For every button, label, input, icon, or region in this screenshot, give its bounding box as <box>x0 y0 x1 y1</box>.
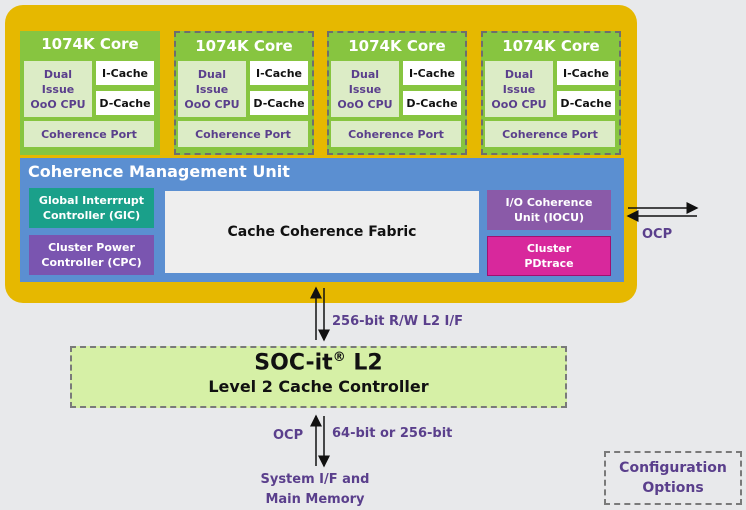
cpu-label-line2: Issue <box>502 82 536 96</box>
icache-box: I-Cache <box>403 61 461 85</box>
dcache-box: D-Cache <box>96 91 154 115</box>
cpu-box: Dual Issue OoO CPU <box>331 61 399 117</box>
cpu-label-line3: OoO CPU <box>184 97 240 111</box>
cache-coherence-fabric: Cache Coherence Fabric <box>165 191 479 273</box>
l2-title: SOC-it® L2 <box>72 350 565 375</box>
l2-title-tail: L2 <box>345 350 383 376</box>
cpu-label-line1: Dual <box>197 67 227 81</box>
ocp-bottom-label: OCP <box>273 428 304 443</box>
gic-label-line2: Controller (GIC) <box>42 209 141 222</box>
icache-box: I-Cache <box>96 61 154 85</box>
dcache-box: D-Cache <box>403 91 461 115</box>
coherence-port: Coherence Port <box>485 121 615 147</box>
pdtrace-label-line1: Cluster <box>526 242 572 255</box>
cpc-label-line1: Cluster Power <box>48 241 135 254</box>
mem-bus-label: 64-bit or 256-bit <box>332 426 453 441</box>
core-title: 1074K Core <box>348 37 446 55</box>
l2-bus-label: 256-bit R/W L2 I/F <box>332 314 463 329</box>
core-1: 1074K Core Dual Issue OoO CPU I-Cache D-… <box>174 31 314 155</box>
system-memory-label: System I/F and Main Memory <box>240 470 390 510</box>
cpu-label-line2: Issue <box>195 82 229 96</box>
l2-cache-controller: SOC-it® L2 Level 2 Cache Controller <box>70 346 567 408</box>
cmu-title: Coherence Management Unit <box>28 162 290 181</box>
coherence-port: Coherence Port <box>178 121 308 147</box>
dcache-box: D-Cache <box>557 91 615 115</box>
iocu-label-line2: Unit (IOCU) <box>513 211 585 224</box>
registered-mark: ® <box>332 350 346 365</box>
dcache-box: D-Cache <box>250 91 308 115</box>
pdtrace-box: Cluster PDtrace <box>487 236 611 276</box>
config-line2: Options <box>642 480 704 496</box>
coherence-port: Coherence Port <box>331 121 461 147</box>
cpu-box: Dual Issue OoO CPU <box>485 61 553 117</box>
cpu-label-line1: Dual <box>43 67 73 81</box>
cpu-label-line3: OoO CPU <box>30 97 86 111</box>
configuration-options-legend: Configuration Options <box>604 451 742 505</box>
cpu-box: Dual Issue OoO CPU <box>178 61 246 117</box>
iocu-label-line1: I/O Coherence <box>505 196 593 209</box>
core-title: 1074K Core <box>195 37 293 55</box>
coherence-port: Coherence Port <box>24 121 154 147</box>
memory-line1: System I/F and <box>260 472 370 487</box>
cpc-label-line2: Controller (CPC) <box>41 256 142 269</box>
memory-line2: Main Memory <box>265 492 365 507</box>
cpu-label-line1: Dual <box>350 67 380 81</box>
l2-title-main: SOC-it <box>254 350 333 376</box>
core-3: 1074K Core Dual Issue OoO CPU I-Cache D-… <box>481 31 621 155</box>
cpu-label-line3: OoO CPU <box>337 97 393 111</box>
gic-box: Global Interrrupt Controller (GIC) <box>29 188 154 228</box>
core-title: 1074K Core <box>502 37 600 55</box>
icache-box: I-Cache <box>250 61 308 85</box>
ocp-right-label: OCP <box>642 227 673 242</box>
core-0: 1074K Core Dual Issue OoO CPU I-Cache D-… <box>20 31 160 155</box>
cpu-label-line2: Issue <box>41 82 75 96</box>
config-line1: Configuration <box>619 460 727 476</box>
iocu-box: I/O Coherence Unit (IOCU) <box>487 190 611 230</box>
cpu-box: Dual Issue OoO CPU <box>24 61 92 117</box>
icache-box: I-Cache <box>557 61 615 85</box>
l2-subtitle: Level 2 Cache Controller <box>208 377 429 397</box>
cpu-label-line2: Issue <box>348 82 382 96</box>
gic-label-line1: Global Interrrupt <box>38 194 145 207</box>
core-2: 1074K Core Dual Issue OoO CPU I-Cache D-… <box>327 31 467 155</box>
cpc-box: Cluster Power Controller (CPC) <box>29 235 154 275</box>
cpu-label-line1: Dual <box>504 67 534 81</box>
pdtrace-label-line2: PDtrace <box>524 257 574 270</box>
cpu-label-line3: OoO CPU <box>491 97 547 111</box>
core-title: 1074K Core <box>41 35 139 53</box>
